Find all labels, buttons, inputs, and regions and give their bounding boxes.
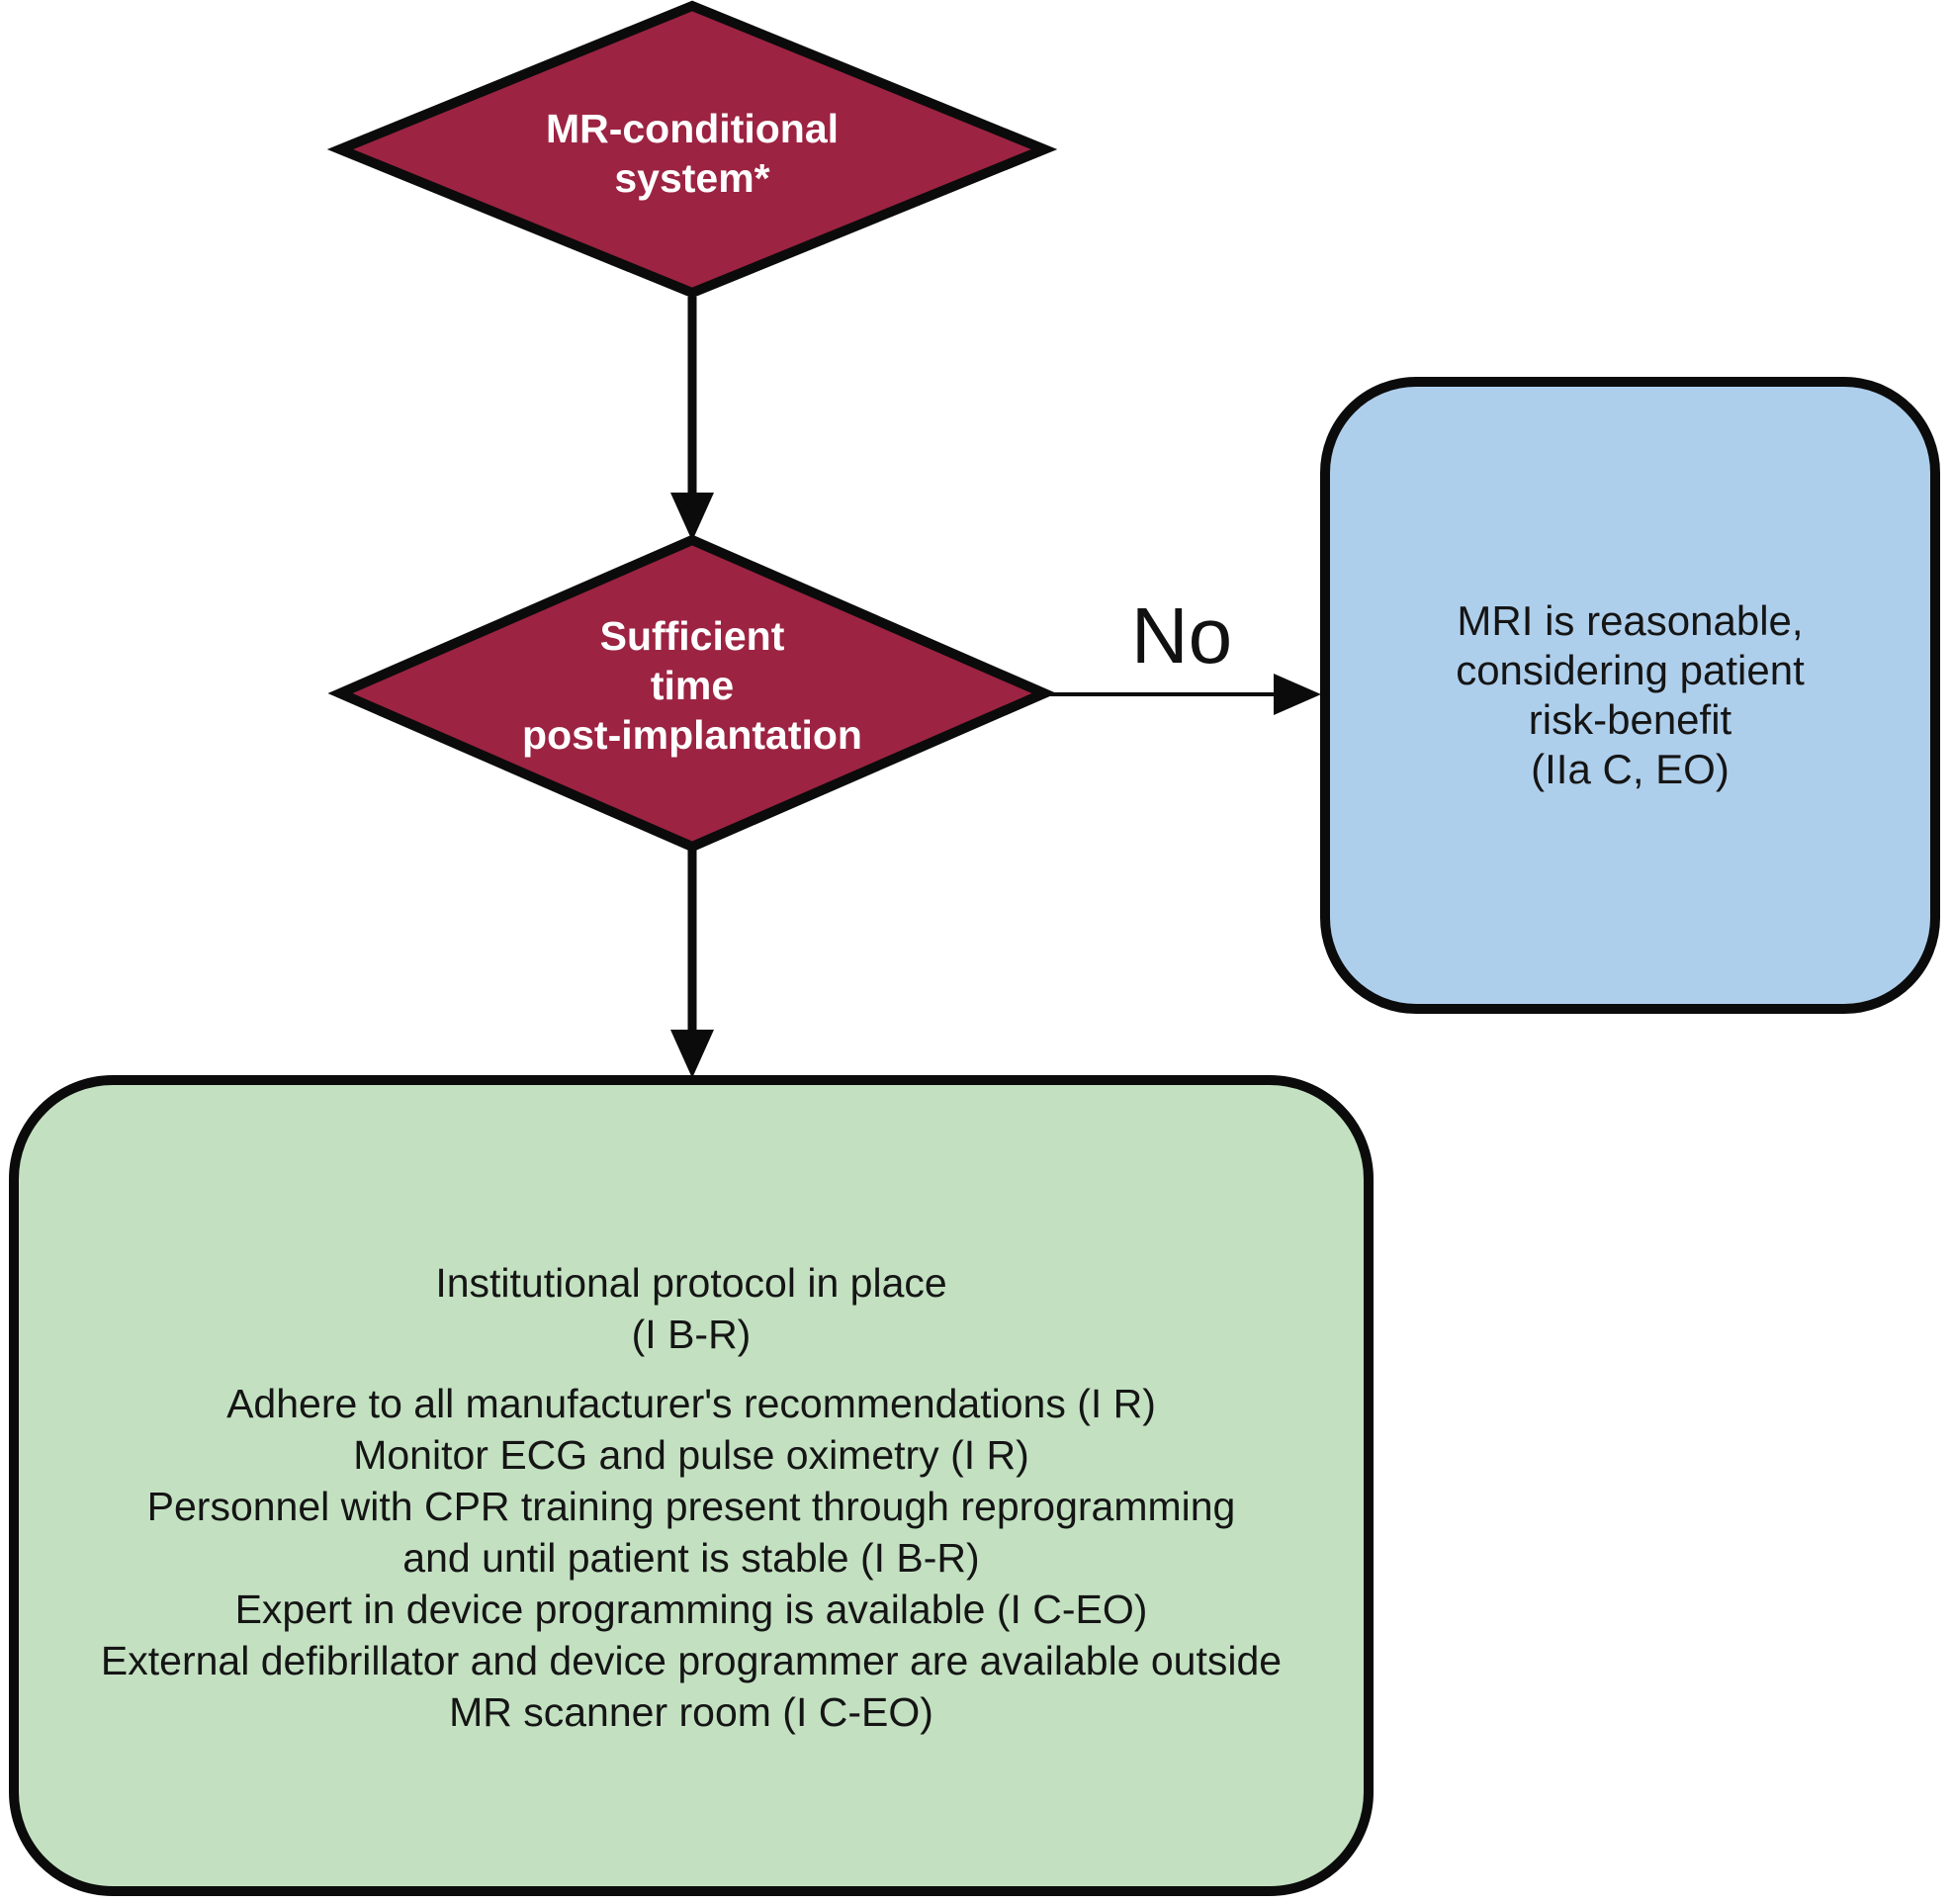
outcome-mri-reasonable-shape	[1320, 377, 1940, 1014]
outcome-protocol-shape	[9, 1075, 1374, 1896]
outcome-mri-line4: (IIa C, EO)	[1531, 746, 1730, 792]
protocol-paragraph-1: Institutional protocol in place (I B-R)	[435, 1257, 946, 1360]
outcome-mri-line3: risk-benefit	[1528, 696, 1732, 743]
arrowhead-mr-to-time	[670, 493, 714, 541]
decision-sufficient-time-line3: post-implantation	[522, 712, 862, 758]
decision-mr-conditional-shape	[326, 0, 1058, 299]
protocol-p2-line6: External defibrillator and device progra…	[100, 1638, 1283, 1683]
decision-sufficient-time-line1: Sufficient	[599, 613, 785, 659]
protocol-p2-line7: MR scanner room (I C-EO)	[449, 1689, 933, 1735]
arrowhead-no	[1274, 674, 1321, 715]
outcome-mri-line1: MRI is reasonable,	[1457, 597, 1804, 644]
decision-sufficient-time-line2: time	[650, 663, 735, 708]
protocol-p2-line4: and until patient is stable (I B-R)	[402, 1535, 980, 1581]
protocol-p1-line1: Institutional protocol in place	[435, 1260, 947, 1306]
outcome-mri-line2: considering patient	[1456, 647, 1805, 693]
decision-mr-conditional-line2: system*	[614, 155, 770, 201]
edge-no-label: No	[1130, 590, 1233, 680]
decision-mr-conditional-line1: MR-conditional	[545, 106, 840, 151]
decision-mr-conditional-label: MR-conditional system*	[415, 104, 969, 203]
outcome-protocol-label: Institutional protocol in place (I B-R) …	[14, 1092, 1369, 1903]
protocol-p2-line5: Expert in device programming is availabl…	[234, 1587, 1148, 1632]
protocol-p2-line2: Monitor ECG and pulse oximetry (I R)	[353, 1432, 1029, 1478]
decision-sufficient-time-shape	[327, 534, 1057, 853]
outcome-mri-reasonable-label: MRI is reasonable, considering patient r…	[1325, 382, 1935, 1009]
arrowhead-time-to-protocol	[670, 1030, 714, 1078]
protocol-paragraph-2: Adhere to all manufacturer's recommendat…	[101, 1378, 1282, 1738]
protocol-p1-line2: (I B-R)	[631, 1312, 752, 1357]
decision-sufficient-time-label: Sufficient time post-implantation	[415, 611, 969, 760]
protocol-p2-line1: Adhere to all manufacturer's recommendat…	[226, 1381, 1156, 1426]
protocol-p2-line3: Personnel with CPR training present thro…	[146, 1484, 1236, 1529]
